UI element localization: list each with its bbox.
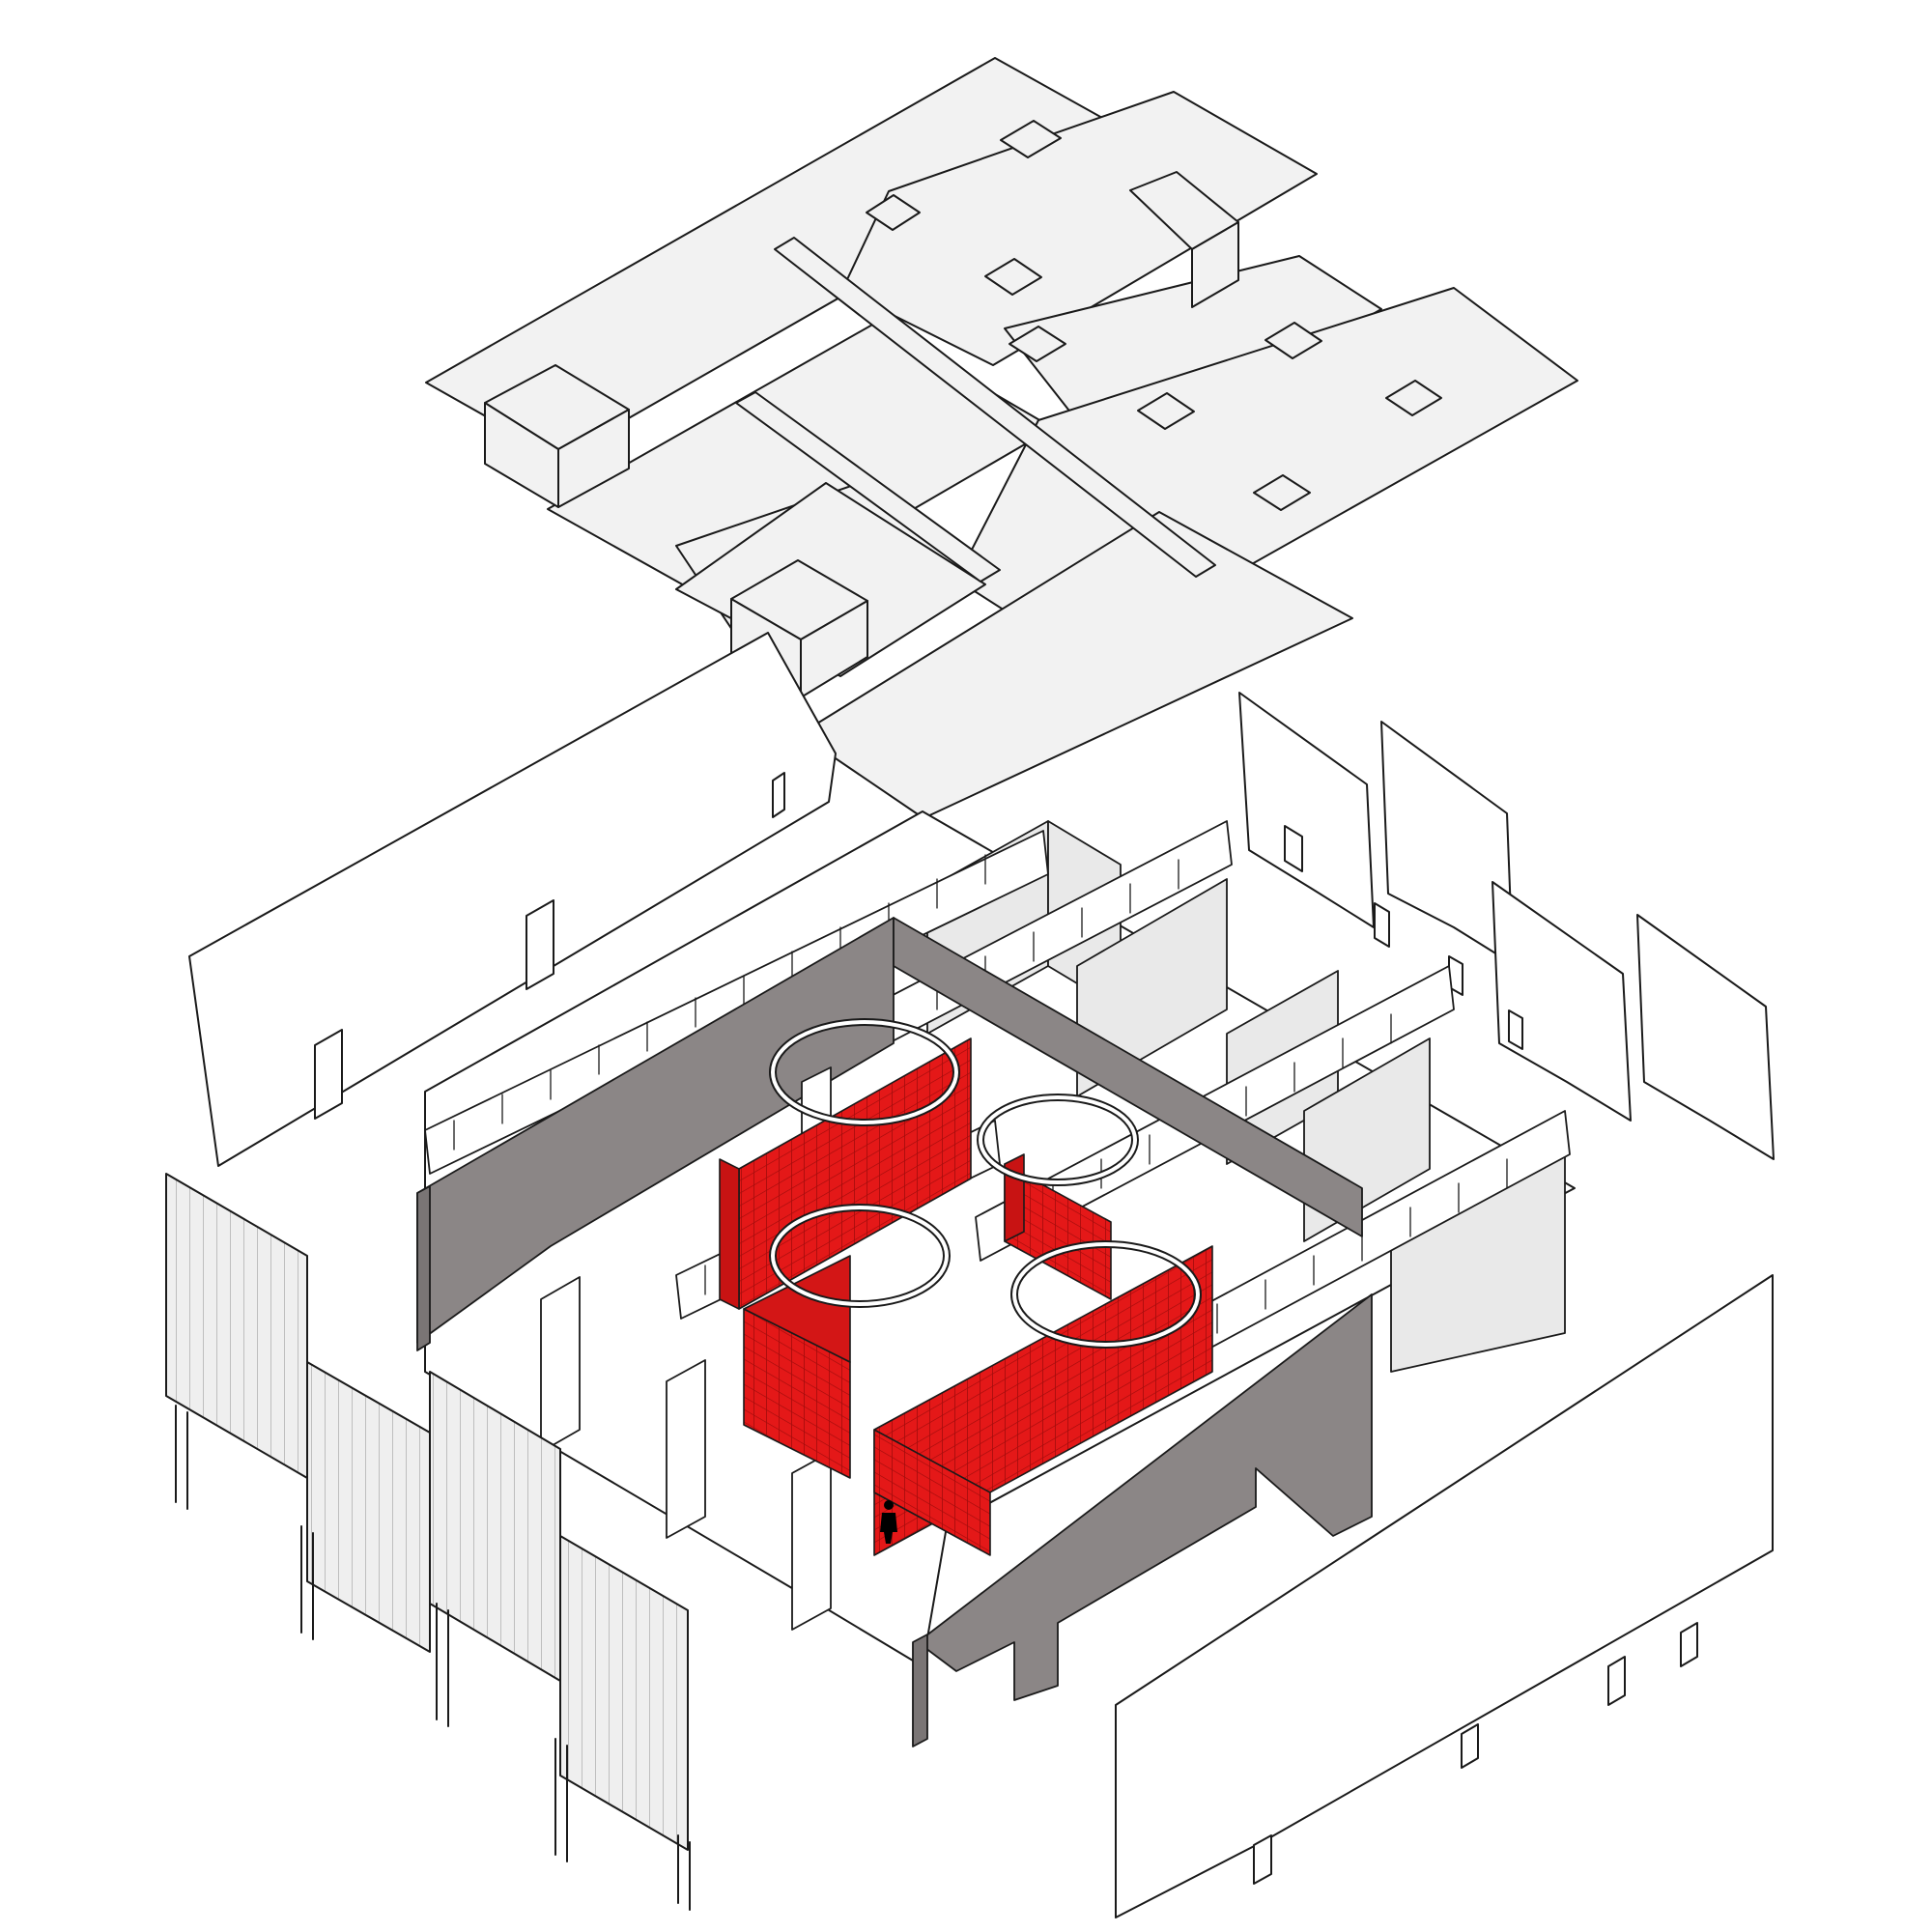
ring-beam-1-inner bbox=[771, 1020, 958, 1124]
ne-wall-door-4 bbox=[1508, 1009, 1523, 1050]
ne-wall-panel-1 bbox=[1238, 692, 1375, 928]
shelf-unit-south bbox=[873, 1245, 1213, 1556]
skylight-small-6 bbox=[1385, 380, 1442, 416]
skylight-small-5 bbox=[1137, 392, 1195, 430]
wall-box-1 bbox=[526, 899, 554, 990]
skylight-well-ne-front bbox=[1191, 221, 1239, 308]
ne-wall-panel-4 bbox=[1636, 914, 1775, 1160]
roof-slot-1 bbox=[774, 237, 1216, 578]
core-wall-northwest-edge bbox=[416, 1185, 431, 1351]
white-wall-1 bbox=[540, 1276, 581, 1453]
screen-panel-4 bbox=[554, 1535, 691, 1911]
skylight-small-3 bbox=[984, 258, 1042, 296]
screen-panel-1 bbox=[165, 1173, 308, 1510]
shelf-unit-north-side bbox=[719, 1158, 740, 1310]
outer-walls-northeast bbox=[1238, 692, 1775, 1160]
skylight-well-west-front bbox=[557, 409, 630, 508]
ne-wall-door-1 bbox=[1284, 825, 1303, 872]
roof-slab-northeast bbox=[841, 91, 1318, 366]
ring-beam-2-inner bbox=[979, 1095, 1137, 1184]
ring-beam-3-inner bbox=[771, 1206, 949, 1306]
wall-opening-1 bbox=[772, 772, 785, 818]
ne-wall-panel-3 bbox=[1492, 881, 1632, 1122]
core-wall-southeast bbox=[917, 1293, 1373, 1701]
ne-wall-panel-2 bbox=[1380, 721, 1514, 965]
core-wall-southeast-edge bbox=[912, 1634, 928, 1747]
roof-slab-south bbox=[799, 511, 1353, 819]
wall-box-2 bbox=[314, 1029, 343, 1120]
truss-beam-1 bbox=[424, 830, 1049, 1175]
se-wall-door-2 bbox=[1461, 1723, 1479, 1769]
ring-beam-4-inner bbox=[1012, 1242, 1200, 1347]
white-wall-2 bbox=[666, 1359, 706, 1539]
shelf-unit-north bbox=[719, 1037, 972, 1310]
screen-panel-2 bbox=[300, 1361, 431, 1653]
outer-wall-southeast bbox=[1115, 1274, 1774, 1918]
se-wall-door-1 bbox=[1253, 1834, 1272, 1885]
skylight-small-7 bbox=[1253, 474, 1311, 511]
roof-assembly bbox=[425, 57, 1578, 819]
outer-wall-northwest bbox=[188, 632, 837, 1167]
screen-panel-3 bbox=[429, 1371, 561, 1727]
shelf-unit-east-side bbox=[1004, 1153, 1025, 1242]
skylight-small-4 bbox=[1264, 322, 1322, 359]
translucent-screen-panels bbox=[165, 1173, 691, 1911]
skylight-well-large-west bbox=[484, 364, 630, 508]
skylight-well-south-front bbox=[800, 600, 868, 698]
ne-wall-door-2 bbox=[1374, 902, 1390, 948]
roof-slot-2 bbox=[735, 391, 1001, 582]
circular-ring-beams bbox=[769, 1018, 1202, 1349]
core-walls-dark bbox=[416, 917, 1373, 1747]
shelf-unit-south-side bbox=[873, 1429, 991, 1556]
skylight-small-1 bbox=[1000, 120, 1062, 158]
shelf-unit-west bbox=[743, 1255, 851, 1479]
se-wall-door-3 bbox=[1607, 1656, 1626, 1706]
skylight-small-2 bbox=[866, 194, 921, 231]
outer-wall-southeast-panel bbox=[1115, 1274, 1774, 1918]
se-wall-door-4 bbox=[1680, 1622, 1698, 1667]
visitor-figure bbox=[880, 1500, 897, 1544]
skylight-small-8 bbox=[1009, 326, 1066, 362]
red-shelving-units bbox=[719, 1037, 1213, 1556]
outer-wall-northwest-panel bbox=[188, 632, 837, 1167]
core-wall-northeast bbox=[893, 917, 1363, 1237]
skylight-well-large-northeast bbox=[1129, 171, 1239, 308]
shelf-unit-west-side bbox=[743, 1255, 851, 1363]
white-wall-3 bbox=[791, 1451, 832, 1631]
